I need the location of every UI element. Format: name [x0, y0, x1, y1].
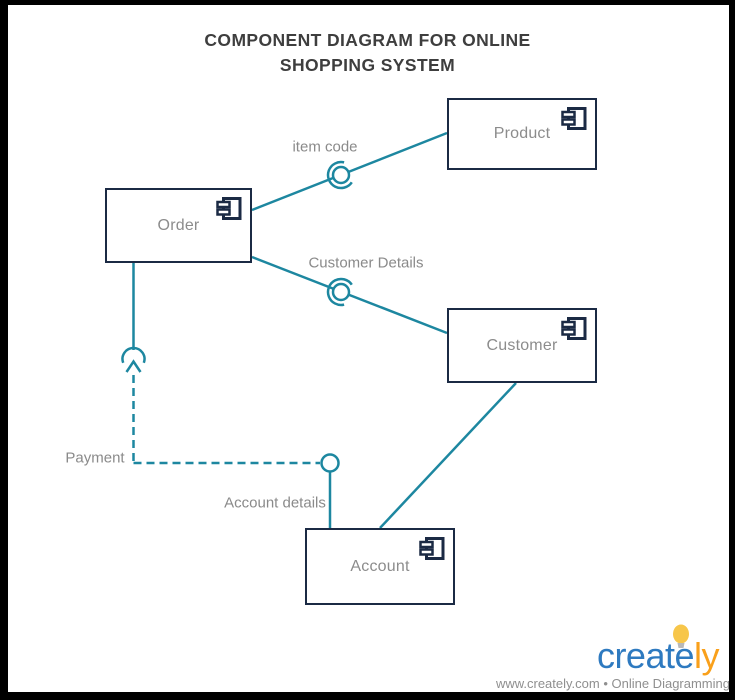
component-icon — [419, 537, 445, 560]
socket-arc-item-code — [326, 160, 353, 190]
component-customer-label: Customer — [486, 336, 558, 354]
frame-left — [0, 0, 8, 700]
socket-arc-customer-details — [326, 277, 353, 307]
component-order: Order — [105, 188, 252, 263]
frame-top — [0, 0, 735, 5]
wire-label-customer-details: Customer Details — [308, 254, 424, 272]
ball-interface-account-details — [320, 453, 340, 473]
page-title: COMPONENT DIAGRAM FOR ONLINE SHOPPING SY… — [0, 28, 735, 79]
frame-bottom — [0, 692, 735, 700]
ball-interface-item-code — [331, 165, 351, 185]
component-account-label: Account — [350, 557, 410, 575]
footer-tagline: www.creately.com • Online Diagramming — [495, 676, 730, 691]
component-icon — [561, 317, 587, 340]
component-product: Product — [447, 98, 597, 170]
wire-label-payment: Payment — [65, 449, 125, 467]
component-product-label: Product — [493, 125, 551, 142]
ball-interface-customer-details — [331, 282, 351, 302]
component-account: Account — [305, 528, 455, 605]
logo-text-orange: ly — [694, 635, 720, 676]
component-icon — [216, 197, 242, 220]
wire-label-account-details: Account details — [224, 494, 326, 512]
lightbulb-icon — [673, 624, 689, 648]
socket-arc-payment — [121, 346, 146, 364]
dependency-arrowhead — [125, 359, 142, 373]
frame-right — [729, 0, 735, 700]
wire-customer-account — [379, 382, 517, 529]
component-order-label: Order — [157, 216, 200, 234]
component-icon — [561, 107, 587, 130]
wire-label-item-code: item code — [292, 138, 358, 156]
component-customer: Customer — [447, 308, 597, 383]
creately-logo: creately — [597, 624, 720, 676]
page-title-text: COMPONENT DIAGRAM FOR ONLINE SHOPPING SY… — [204, 30, 531, 76]
